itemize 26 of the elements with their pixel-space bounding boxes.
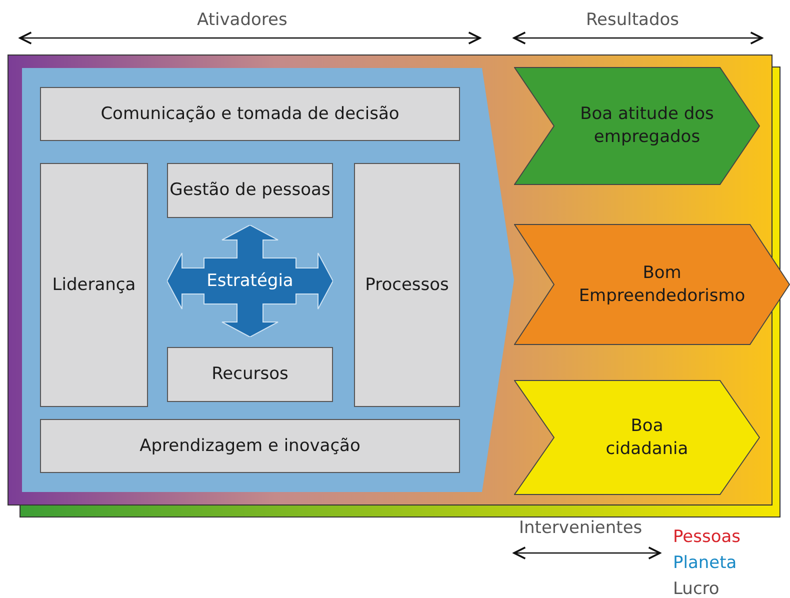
block-label: Estratégia [206, 270, 294, 292]
process-box [167, 347, 333, 402]
chevron-label: Boa cidadania [604, 414, 690, 460]
box-label: Processos [365, 274, 449, 296]
process-box [40, 163, 148, 407]
cross-block [167, 225, 333, 337]
legend-text: Lucro [673, 579, 720, 598]
process-box [40, 419, 460, 473]
dimension-label: Intervenientes [519, 518, 642, 538]
box-label: Comunicação e tomada de decisão [100, 102, 400, 126]
process-box [167, 163, 333, 218]
box-label: Aprendizagem e inovação [140, 434, 360, 458]
box-label: Recursos [212, 363, 288, 386]
dimension-label: Ativadores [197, 10, 288, 30]
box-label: Liderança [52, 274, 136, 296]
box-label: Gestão de pessoas [170, 179, 330, 202]
legend-text: Planeta [673, 553, 737, 573]
chevron-banner [514, 67, 760, 185]
chevron-banner [514, 380, 760, 495]
dimension-label: Resultados [586, 10, 679, 30]
chevron-label: Boa atitude dos empregados [579, 103, 715, 149]
process-box [354, 163, 460, 407]
legend-text: Pessoas [673, 527, 740, 547]
process-box [40, 87, 460, 141]
chevron-label: Bom Empreendedorismo [578, 262, 746, 308]
chevron-banner [514, 224, 790, 345]
